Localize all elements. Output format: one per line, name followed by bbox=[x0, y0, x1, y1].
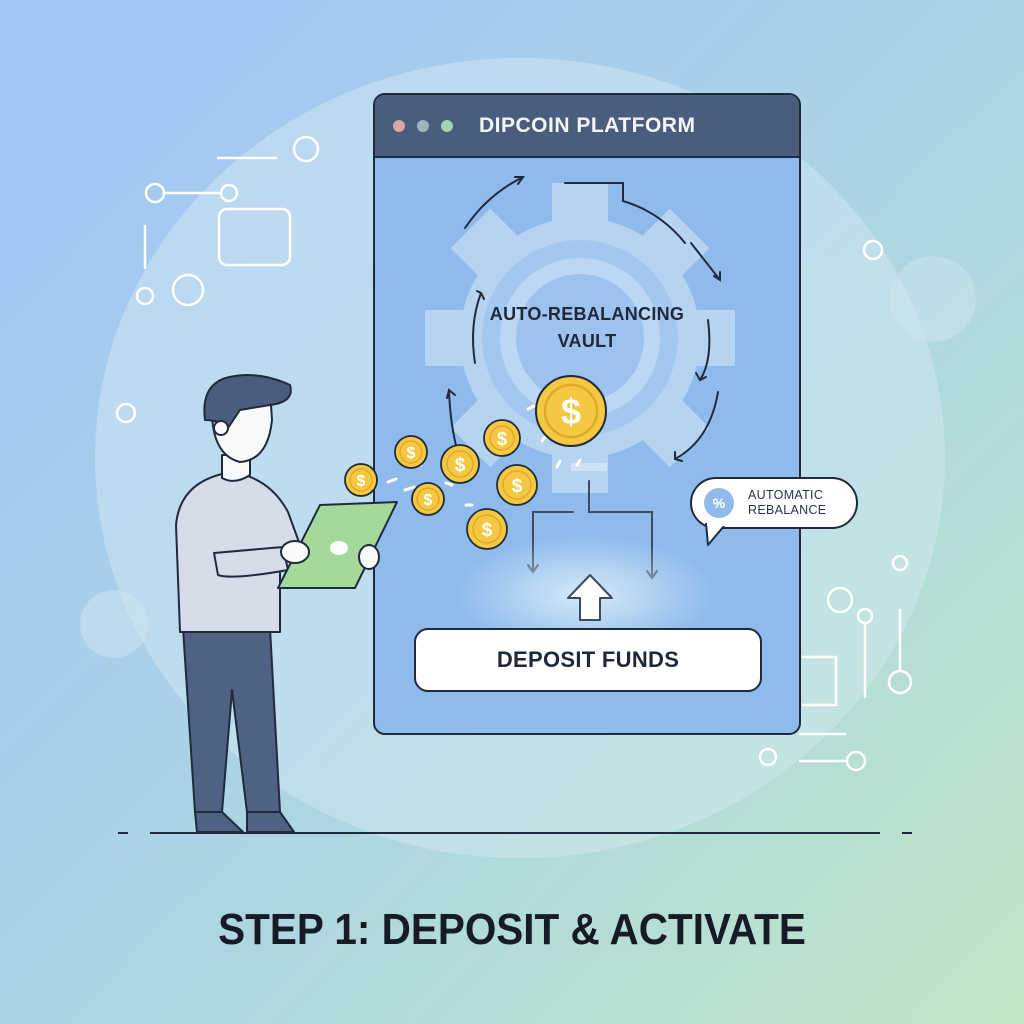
callout-line1: AUTOMATIC bbox=[748, 488, 824, 502]
close-dot-icon[interactable] bbox=[393, 119, 405, 132]
automatic-rebalance-callout: % AUTOMATIC REBALANCE bbox=[690, 477, 858, 529]
gear-icon bbox=[425, 176, 735, 493]
svg-text:$: $ bbox=[497, 429, 507, 449]
ground-dash bbox=[118, 832, 128, 834]
deposit-funds-button[interactable]: DEPOSIT FUNDS bbox=[414, 628, 762, 692]
svg-text:$: $ bbox=[407, 445, 416, 462]
ground-line bbox=[150, 832, 880, 834]
background-blob bbox=[890, 256, 976, 342]
svg-text:$: $ bbox=[455, 455, 466, 476]
vault-label: AUTO-REBALANCING VAULT bbox=[375, 301, 799, 355]
callout-text: AUTOMATIC REBALANCE bbox=[748, 488, 826, 518]
ground-dash bbox=[902, 832, 912, 834]
maximize-dot-icon[interactable] bbox=[441, 119, 453, 132]
arrow-up-icon bbox=[567, 574, 613, 621]
coin-icons: $ $ $ $ $ $ $ $ bbox=[344, 375, 607, 550]
svg-text:$: $ bbox=[482, 520, 493, 541]
svg-text:$: $ bbox=[357, 473, 366, 490]
svg-text:$: $ bbox=[561, 391, 581, 432]
svg-text:$: $ bbox=[512, 476, 523, 497]
vault-label-line2: VAULT bbox=[557, 331, 617, 351]
percent-icon: % bbox=[704, 488, 734, 518]
window-title: DIPCOIN PLATFORM bbox=[479, 113, 696, 137]
minimize-dot-icon[interactable] bbox=[417, 119, 429, 132]
window-titlebar: DIPCOIN PLATFORM bbox=[375, 95, 799, 158]
step-heading: STEP 1: DEPOSIT & ACTIVATE bbox=[218, 905, 806, 954]
coin-slot bbox=[571, 463, 607, 471]
background-blob bbox=[80, 590, 148, 658]
callout-tail bbox=[705, 523, 725, 546]
callout-line2: REBALANCE bbox=[748, 503, 827, 517]
vault-label-line1: AUTO-REBALANCING bbox=[489, 304, 685, 324]
svg-text:$: $ bbox=[424, 492, 433, 509]
